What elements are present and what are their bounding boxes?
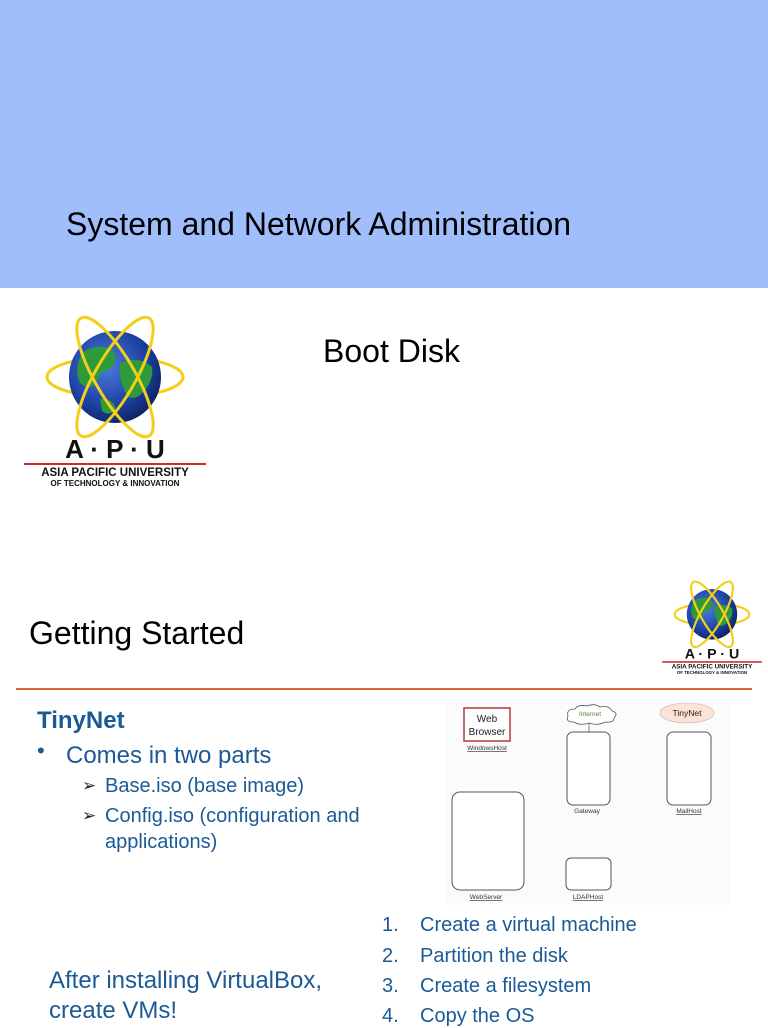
svg-text:Web: Web (477, 714, 498, 725)
step-number: 1. (382, 914, 399, 936)
step-text: Copy the OS (420, 1005, 535, 1027)
svg-text:MailHost: MailHost (676, 808, 701, 815)
instruction-text: After installing VirtualBox, create VMs! (49, 967, 323, 1024)
svg-text:A · P · U: A · P · U (65, 434, 165, 464)
web-browser-box (463, 707, 511, 742)
tinynet-diagram: Web Browser WindowsHost Internet Gateway… (446, 700, 730, 905)
section-heading: TinyNet (37, 707, 125, 734)
globe-icon (45, 315, 185, 439)
gateway-box (566, 731, 611, 806)
lecture-title: Boot Disk (323, 333, 460, 369)
arrow-bullet-icon: ➢ (82, 806, 97, 825)
step-number: 4. (382, 1005, 399, 1027)
slide-title: Getting Started (29, 615, 245, 651)
bullet-text: Comes in two parts (66, 742, 272, 769)
svg-text:ASIA PACIFIC UNIVERSITY: ASIA PACIFIC UNIVERSITY (41, 467, 189, 479)
svg-text:LDAPHost: LDAPHost (573, 894, 604, 901)
svg-text:Gateway: Gateway (574, 808, 600, 815)
arrow-bullet-icon: ➢ (82, 776, 97, 795)
step-number: 3. (382, 975, 399, 997)
globe-icon (673, 580, 751, 649)
sub-bullet-text: Base.iso (base image) (105, 775, 304, 797)
bullet-dot-icon: • (37, 738, 45, 763)
slide-header-band (0, 0, 768, 288)
step-number: 2. (382, 945, 399, 967)
course-title: System and Network Administration (66, 206, 572, 242)
ldaphost-box (565, 857, 612, 891)
svg-text:TinyNet: TinyNet (673, 708, 703, 718)
svg-text:A · P · U: A · P · U (685, 647, 740, 663)
svg-text:WindowsHost: WindowsHost (467, 745, 507, 752)
apu-logo-small: A · P · U ASIA PACIFIC UNIVERSITY OF TEC… (660, 578, 764, 678)
sub-bullet-text: Config.iso (configuration and applicatio… (105, 805, 360, 853)
apu-logo: A · P · U ASIA PACIFIC UNIVERSITY OF TEC… (20, 313, 210, 491)
title-divider (16, 688, 752, 690)
internet-cloud-icon (566, 704, 617, 725)
svg-text:ASIA PACIFIC UNIVERSITY: ASIA PACIFIC UNIVERSITY (672, 664, 753, 671)
mailhost-box (666, 731, 712, 806)
tinynet-badge (659, 702, 715, 724)
step-text: Create a filesystem (420, 975, 592, 997)
step-text: Create a virtual machine (420, 914, 637, 936)
webserver-box (451, 791, 525, 891)
svg-text:Internet: Internet (579, 711, 601, 718)
svg-text:OF TECHNOLOGY & INNOVATION: OF TECHNOLOGY & INNOVATION (677, 670, 747, 675)
svg-text:WebServer: WebServer (470, 894, 503, 901)
svg-text:OF TECHNOLOGY & INNOVATION: OF TECHNOLOGY & INNOVATION (51, 479, 180, 488)
step-text: Partition the disk (420, 945, 568, 967)
svg-text:Browser: Browser (469, 727, 506, 738)
